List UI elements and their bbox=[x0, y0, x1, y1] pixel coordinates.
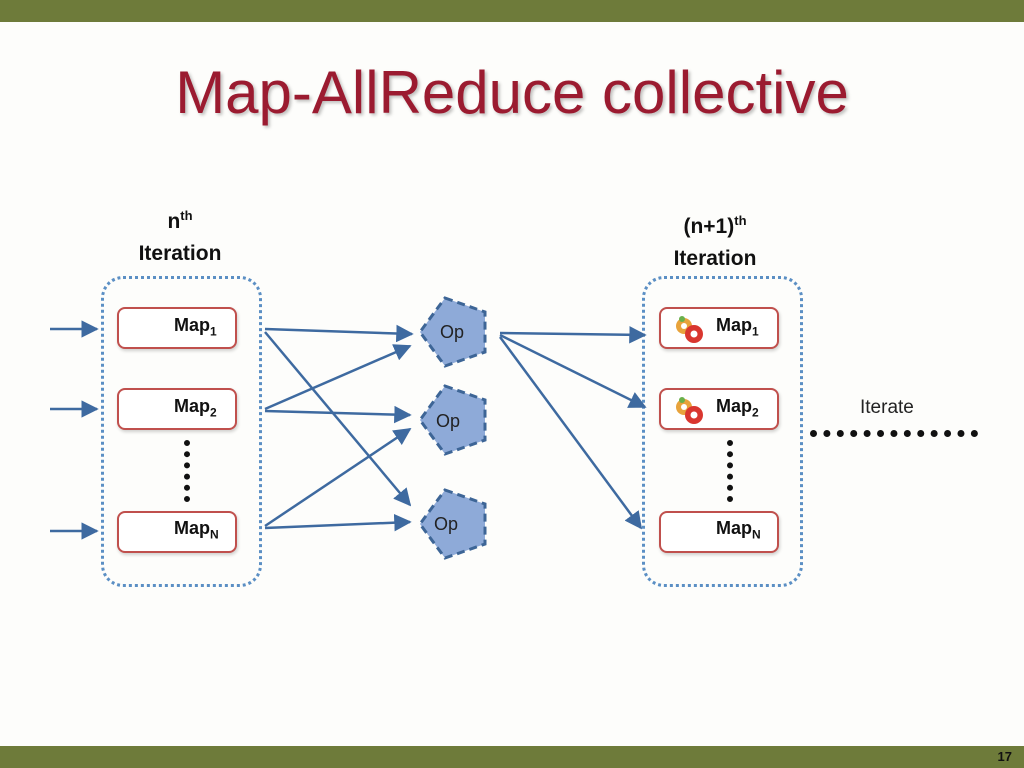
left-map-2-box bbox=[117, 388, 237, 430]
left-heading-line2: Iteration bbox=[138, 242, 222, 265]
op-node-1 bbox=[418, 296, 487, 368]
iterate-label: Iterate bbox=[860, 397, 914, 418]
left-map-1-box bbox=[117, 307, 237, 349]
left-vertical-ellipsis bbox=[184, 440, 196, 502]
right-map-1-sub: 1 bbox=[752, 324, 759, 339]
bottom-bar: 17 bbox=[0, 746, 1024, 768]
gears-icon bbox=[676, 316, 703, 343]
right-map-N-base: Map bbox=[716, 518, 752, 538]
arrow-op1-mN bbox=[498, 336, 643, 530]
arrow-mN-op2 bbox=[264, 427, 412, 528]
left-map-2-sub: 2 bbox=[210, 405, 217, 420]
right-map-1-base: Map bbox=[716, 315, 752, 335]
arrow-m1-op1 bbox=[264, 324, 414, 343]
op-node-2 bbox=[418, 384, 487, 456]
right-map-N-label: MapN bbox=[716, 518, 761, 542]
op-label-2: Op bbox=[436, 411, 461, 431]
right-map-group bbox=[642, 276, 803, 587]
top-bar bbox=[0, 0, 1024, 22]
op-label-3: Op bbox=[434, 514, 459, 534]
left-map-N-base: Map bbox=[174, 518, 210, 538]
arrow-op1-m1 bbox=[499, 326, 647, 344]
arrow-m1-op3 bbox=[264, 331, 412, 507]
left-map-1-sub: 1 bbox=[210, 324, 217, 339]
arrow-op1-m2 bbox=[499, 333, 647, 409]
right-map-2-label: Map2 bbox=[716, 396, 759, 420]
page-number: 17 bbox=[997, 749, 1012, 764]
right-heading-line2: Iteration bbox=[673, 247, 757, 270]
left-map-2-base: Map bbox=[174, 396, 210, 416]
gears-icon bbox=[676, 397, 703, 424]
arrow-mN-op3 bbox=[264, 513, 412, 532]
arrow-m2-op1 bbox=[264, 344, 412, 411]
right-map-N-sub: N bbox=[752, 527, 761, 542]
left-map-1-base: Map bbox=[174, 315, 210, 335]
right-map-N-box bbox=[659, 511, 779, 553]
left-map-N-sub: N bbox=[210, 527, 219, 542]
op-label-1: Op bbox=[440, 322, 465, 342]
right-iteration-heading: (n+1)th Iteration bbox=[640, 205, 790, 275]
left-heading-base: n bbox=[167, 210, 181, 233]
op-node-3 bbox=[418, 488, 487, 560]
right-map-2-base: Map bbox=[716, 396, 752, 416]
right-vertical-ellipsis bbox=[727, 440, 739, 502]
left-map-group bbox=[101, 276, 262, 587]
right-map-2-sub: 2 bbox=[752, 405, 759, 420]
arrow-m2-op2 bbox=[264, 405, 412, 424]
right-map-1-label: Map1 bbox=[716, 315, 759, 339]
left-iteration-heading: nth Iteration bbox=[110, 200, 250, 270]
right-heading-base: (n+1) bbox=[683, 215, 735, 238]
right-heading-sup: th bbox=[734, 213, 747, 228]
left-map-N-label: MapN bbox=[174, 518, 219, 542]
left-map-1-label: Map1 bbox=[174, 315, 217, 339]
left-map-2-label: Map2 bbox=[174, 396, 217, 420]
left-heading-sup: th bbox=[180, 208, 193, 223]
left-map-N-box bbox=[117, 511, 237, 553]
slide-title: Map-AllReduce collective bbox=[175, 59, 849, 126]
iterate-horizontal-ellipsis bbox=[810, 430, 978, 437]
